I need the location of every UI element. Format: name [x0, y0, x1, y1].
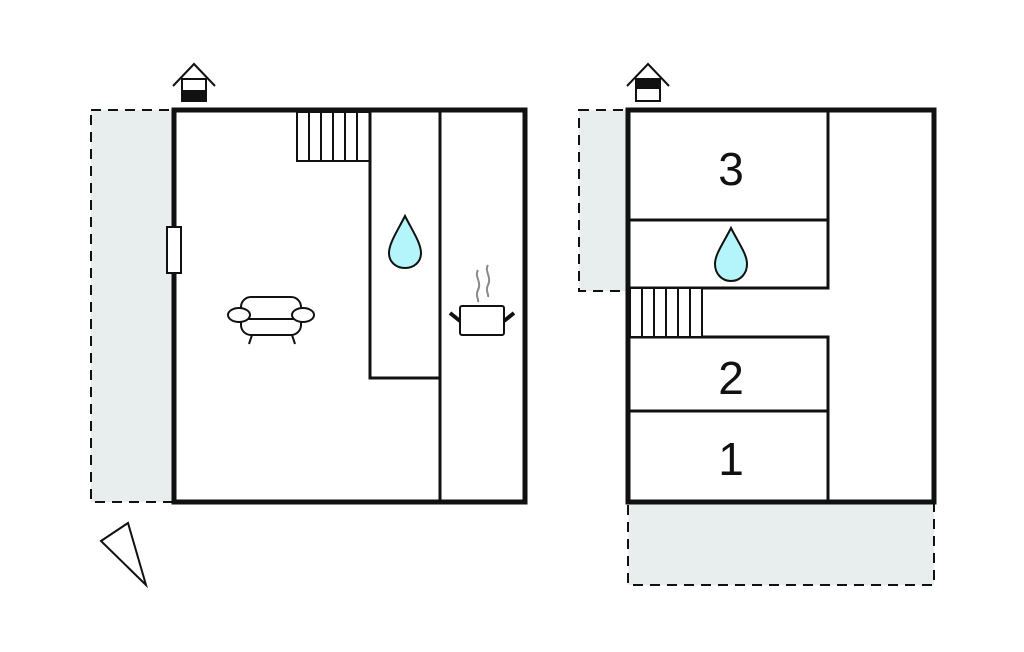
- terrace-bottom: [627, 501, 935, 586]
- sofa-icon: [227, 296, 315, 345]
- water-drop-icon: [713, 225, 749, 283]
- room-number-1: 1: [718, 433, 744, 485]
- ground-floor-plan: [90, 62, 528, 589]
- terrace-left: [90, 109, 175, 503]
- water-drop-icon: [387, 213, 423, 270]
- interior-walls: [368, 112, 442, 500]
- terrace-left: [578, 109, 629, 292]
- cooking-pot-icon: [448, 264, 516, 336]
- floor-indicator-icon: [172, 62, 216, 102]
- upper-floor-plan: 3 2 1: [578, 62, 937, 586]
- north-arrow-icon: [99, 521, 149, 589]
- room-number-3: 3: [718, 143, 744, 195]
- stairs-icon: [629, 287, 703, 338]
- stairs-icon: [296, 111, 371, 162]
- floor-indicator-icon: [626, 62, 670, 102]
- window-icon: [166, 226, 182, 274]
- room-number-2: 2: [718, 352, 744, 404]
